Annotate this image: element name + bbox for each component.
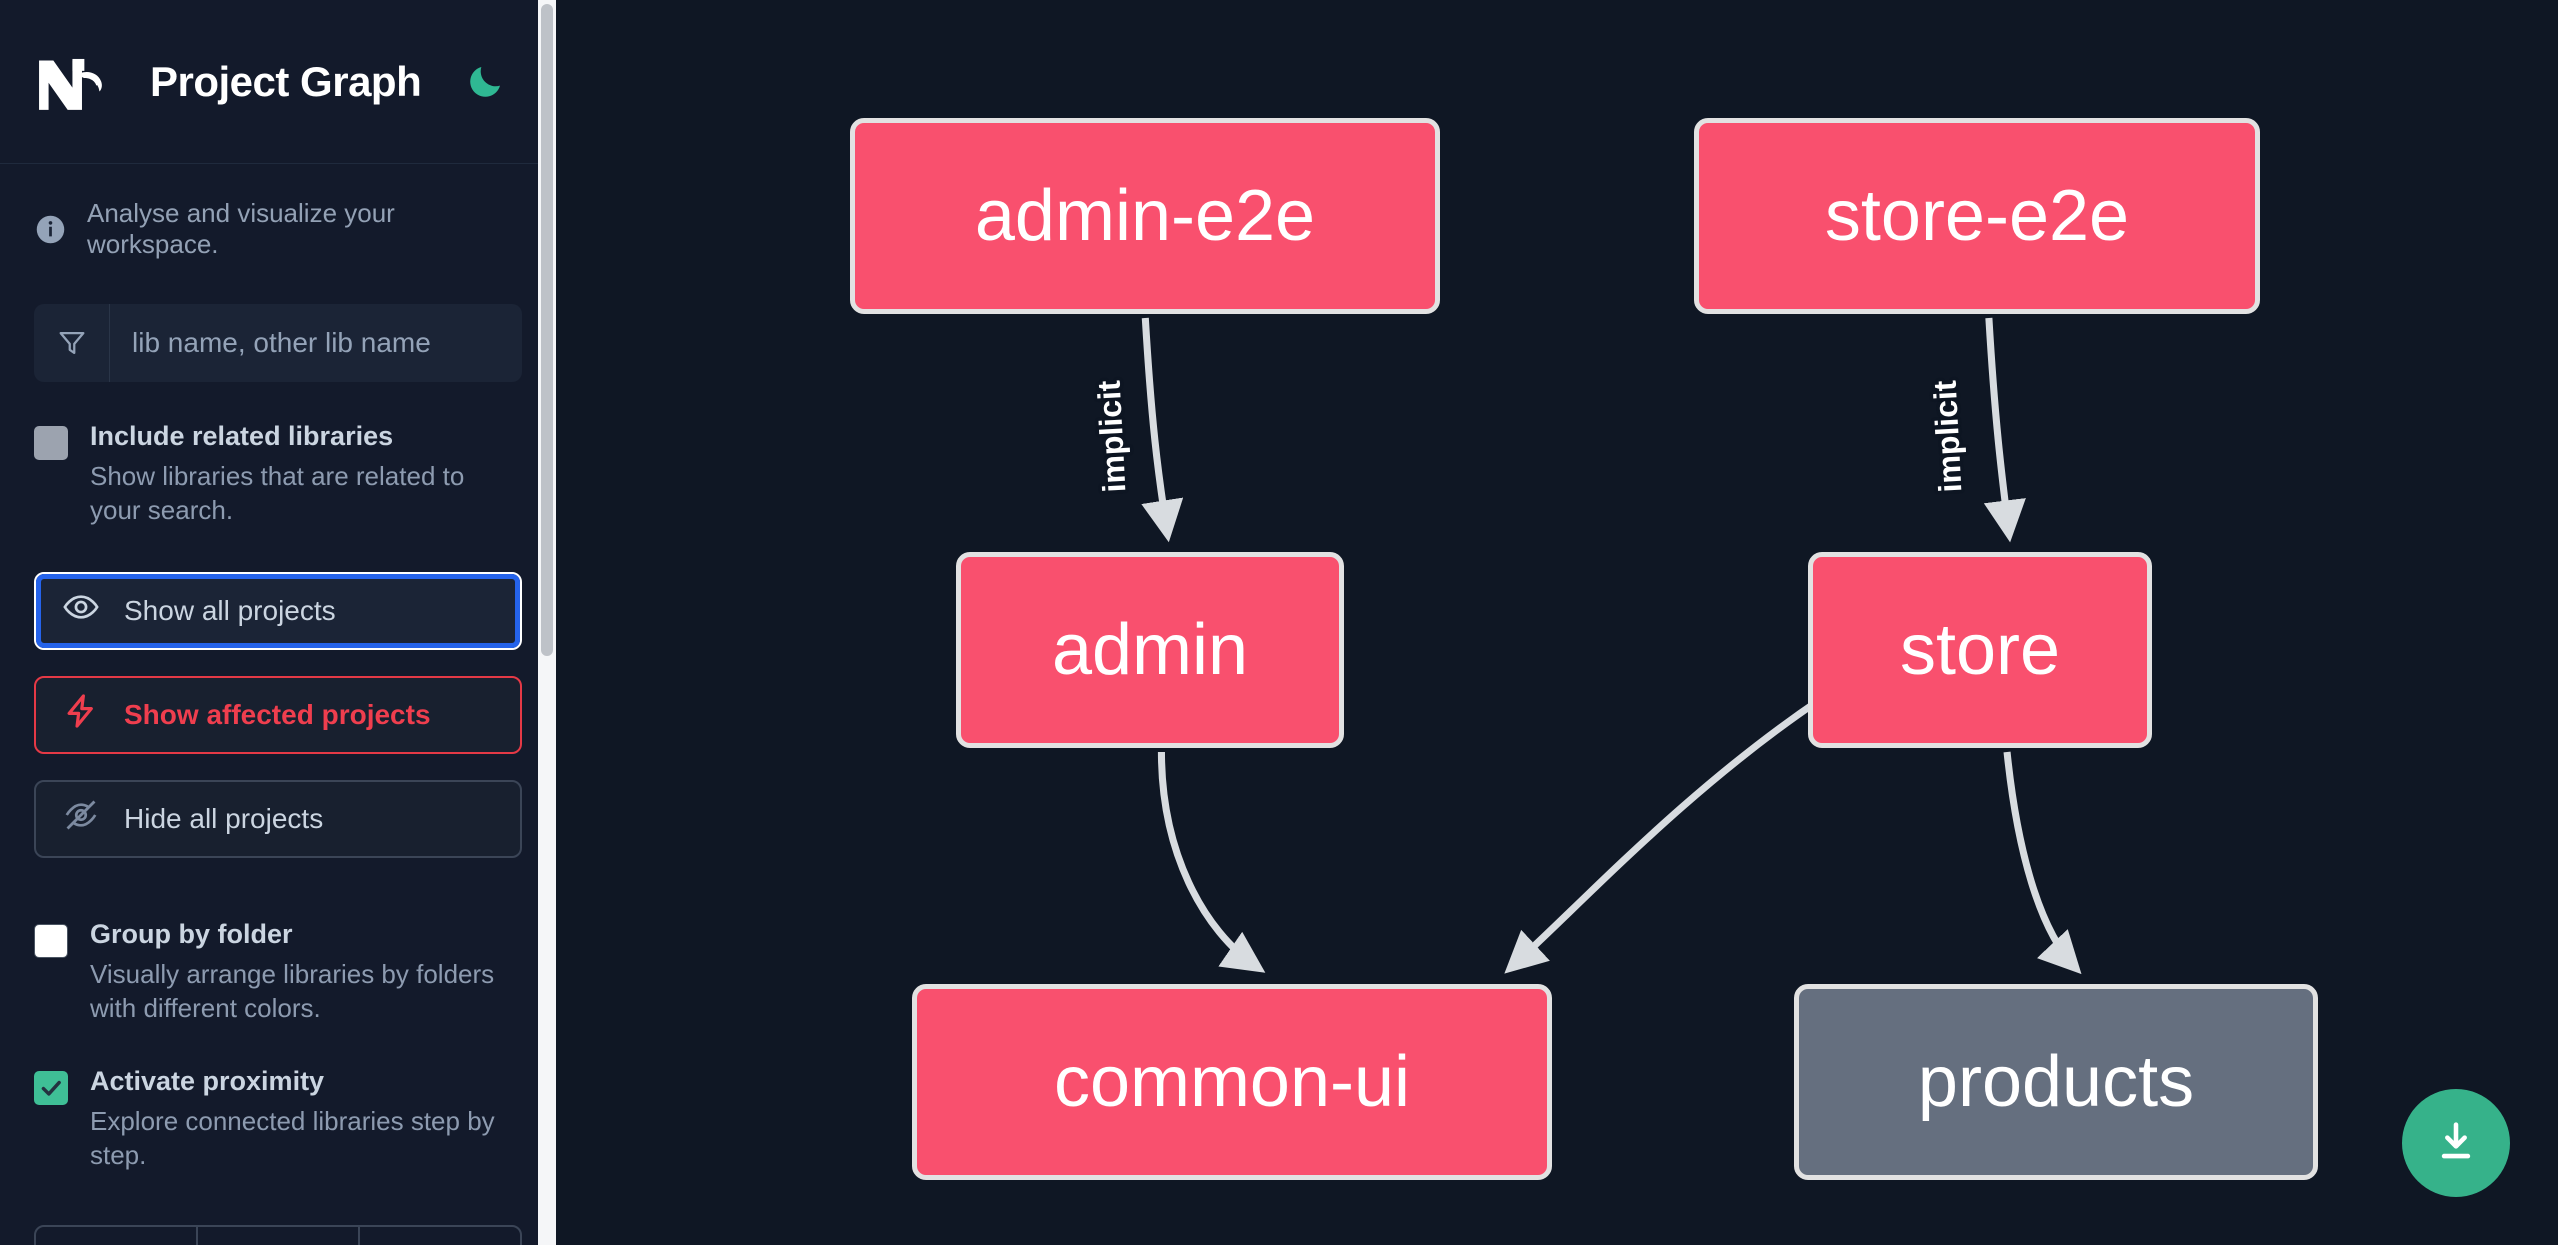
nx-logo [34, 51, 122, 113]
graph-node-admin-e2e-label: admin-e2e [974, 176, 1316, 256]
activate-proximity-description: Explore connected libraries step by step… [90, 1106, 495, 1171]
activate-proximity-checkbox[interactable] [34, 1071, 68, 1106]
group-by-folder-label: Group by folder [90, 918, 293, 949]
workspace-info-text: Analyse and visualize your workspace. [87, 198, 395, 259]
checkbox-include-related-libraries[interactable]: Include related libraries Show libraries… [34, 420, 522, 528]
include-related-label: Include related libraries [90, 421, 394, 451]
page-title: Project Graph [150, 57, 422, 105]
graph-node-admin-label: admin [1051, 610, 1249, 690]
segment-2[interactable] [198, 1226, 360, 1245]
sidebar-scrollbar-thumb[interactable] [541, 4, 553, 656]
sidebar-header: Project Graph [0, 0, 556, 164]
activate-proximity-label: Activate proximity [90, 1066, 325, 1097]
sidebar-scrollbar[interactable] [538, 0, 556, 1245]
checkbox-activate-proximity[interactable]: Activate proximity Explore connected lib… [34, 1065, 522, 1173]
show-all-projects-label: Show all projects [124, 594, 336, 626]
edge-admin-e2e-to-admin [1141, 317, 1184, 543]
graph-node-products[interactable]: products [1794, 984, 2318, 1180]
graph-node-common-ui-label: common-ui [1053, 1042, 1411, 1122]
workspace-info: Analyse and visualize your workspace. [0, 164, 556, 278]
sidebar: Project Graph Analyse and visualize your… [0, 0, 556, 1245]
segment-1[interactable] [36, 1226, 198, 1245]
group-by-folder-description: Visually arrange libraries by folders wi… [90, 958, 495, 1023]
proximity-segmented-control[interactable] [34, 1224, 522, 1245]
graph-node-store-e2e-label: store-e2e [1824, 176, 2130, 256]
group-by-folder-checkbox[interactable] [34, 923, 68, 958]
graph-edges [1141, 317, 2082, 975]
graph-node-admin-e2e[interactable]: admin-e2e [850, 118, 1440, 314]
segment-3[interactable] [360, 1227, 520, 1245]
info-circle-icon [34, 213, 67, 246]
search-input[interactable] [110, 304, 522, 382]
edge-store-to-common-ui [1504, 697, 1822, 974]
graph-node-products-label: products [1917, 1042, 2195, 1122]
checkbox-group-by-folder[interactable]: Group by folder Visually arrange librari… [34, 918, 522, 1026]
graph-node-common-ui[interactable]: common-ui [912, 984, 1552, 1180]
eye-off-icon [62, 796, 100, 841]
hide-all-projects-button[interactable]: Hide all projects [34, 779, 522, 858]
show-affected-projects-label: Show affected projects [124, 698, 431, 730]
include-related-description: Show libraries that are related to your … [90, 460, 465, 526]
download-icon [2430, 1116, 2482, 1171]
graph-node-store[interactable]: store [1808, 552, 2152, 748]
edge-admin-to-common-ui [1157, 751, 1266, 973]
eye-icon [62, 588, 100, 633]
edge-store-to-products [2003, 751, 2082, 975]
sidebar-body: Include related libraries Show libraries… [0, 304, 556, 1245]
include-related-checkbox[interactable] [34, 426, 68, 460]
edge-label-admin-e2e-implicit: implicit [1090, 379, 1133, 494]
graph-node-admin[interactable]: admin [956, 552, 1344, 748]
show-affected-projects-button[interactable]: Show affected projects [34, 675, 522, 754]
show-all-projects-button[interactable]: Show all projects [34, 571, 522, 650]
edge-store-e2e-to-store [1983, 317, 2026, 543]
lightning-bolt-icon [62, 692, 100, 737]
search-box[interactable] [34, 304, 522, 382]
filter-icon [34, 304, 110, 382]
graph-node-store-label: store [1899, 610, 2061, 690]
hide-all-projects-label: Hide all projects [124, 802, 324, 834]
edge-label-store-e2e-implicit: implicit [1926, 379, 1969, 494]
download-graph-button[interactable] [2402, 1089, 2510, 1197]
moon-icon[interactable] [461, 58, 509, 106]
graph-node-store-e2e[interactable]: store-e2e [1694, 118, 2260, 314]
graph-canvas[interactable]: admin-e2e store-e2e admin store common-u… [556, 0, 2558, 1245]
